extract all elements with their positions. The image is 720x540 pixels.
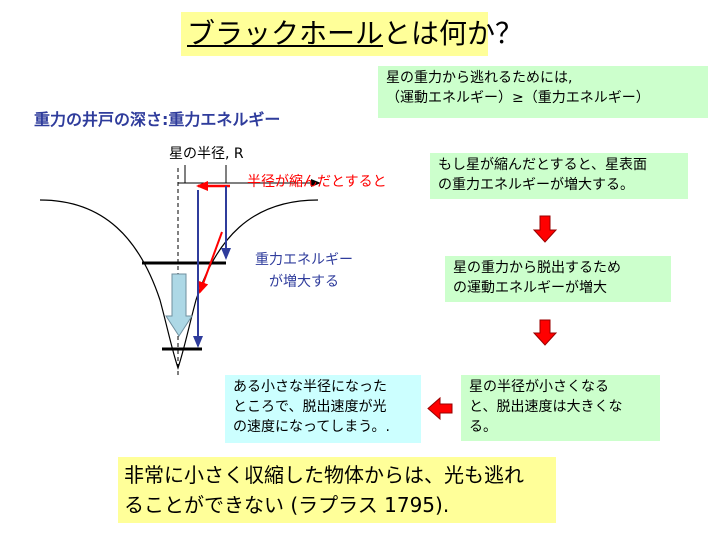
light-box-line2: ところで、脱出速度が光 <box>233 399 387 415</box>
title-underlined: ブラックホール <box>187 17 384 50</box>
velocity-box-line2: と、脱出速度は大きくな <box>469 399 623 415</box>
shrink-box-line1: もし星が縮んだとすると、星表面 <box>438 157 648 173</box>
shrink-label: 半径が縮んだとすると <box>247 174 387 190</box>
kinetic-energy-box: 星の重力から脱出するため の運動エネルギーが増大 <box>445 256 671 302</box>
conclusion-box: 非常に小さく収縮した物体からは、光も逃れ ることができない (ラプラス 1795… <box>118 457 556 523</box>
title-rest: とは何か？ <box>383 17 524 50</box>
escape-velocity-box: 星の半径が小さくなる と、脱出速度は大きくな る。 <box>461 375 660 441</box>
light-box-line1: ある小さな半径になった <box>233 379 387 395</box>
shrink-box: もし星が縮んだとすると、星表面 の重力エネルギーが増大する。 <box>430 153 688 199</box>
light-box-line3: の速度になってしまう。. <box>233 419 390 435</box>
energy-increase-label: 重力エネルギー が増大する <box>255 249 353 293</box>
slide-title: ブラックホールとは何か？ <box>181 12 523 56</box>
kinetic-box-line1: 星の重力から脱出するため <box>453 260 621 276</box>
energy-label-line1: 重力エネルギー <box>255 252 353 268</box>
energy-label-line2: が増大する <box>269 274 339 290</box>
section-heading: 重力の井戸の深さ:重力エネルギー <box>34 110 281 129</box>
velocity-box-line3: る。 <box>469 419 497 435</box>
escape-condition-line1: 星の重力から逃れるためには, <box>386 70 573 86</box>
light-speed-box: ある小さな半径になった ところで、脱出速度が光 の速度になってしまう。. <box>225 375 421 443</box>
well-down-arrow-icon <box>165 273 193 337</box>
conclusion-line2: ることができない (ラプラス 1795). <box>124 493 450 517</box>
shrink-box-line2: の重力エネルギーが増大する。 <box>438 177 634 193</box>
radius-label: 星の半径, R <box>169 146 244 162</box>
conclusion-line1: 非常に小さく収縮した物体からは、光も逃れ <box>124 463 524 487</box>
escape-condition-box: 星の重力から逃れるためには, （運動エネルギー）≥（重力エネルギー） <box>378 66 708 118</box>
flow-down-arrow-2-icon <box>532 319 558 346</box>
energy-increase-arrow <box>198 231 223 294</box>
velocity-box-line1: 星の半径が小さくなる <box>469 379 609 395</box>
escape-condition-line2: （運動エネルギー）≥（重力エネルギー） <box>386 90 650 106</box>
kinetic-box-line2: の運動エネルギーが増大 <box>453 280 607 296</box>
flow-down-arrow-1-icon <box>532 215 558 243</box>
flow-left-arrow-icon <box>427 396 453 421</box>
